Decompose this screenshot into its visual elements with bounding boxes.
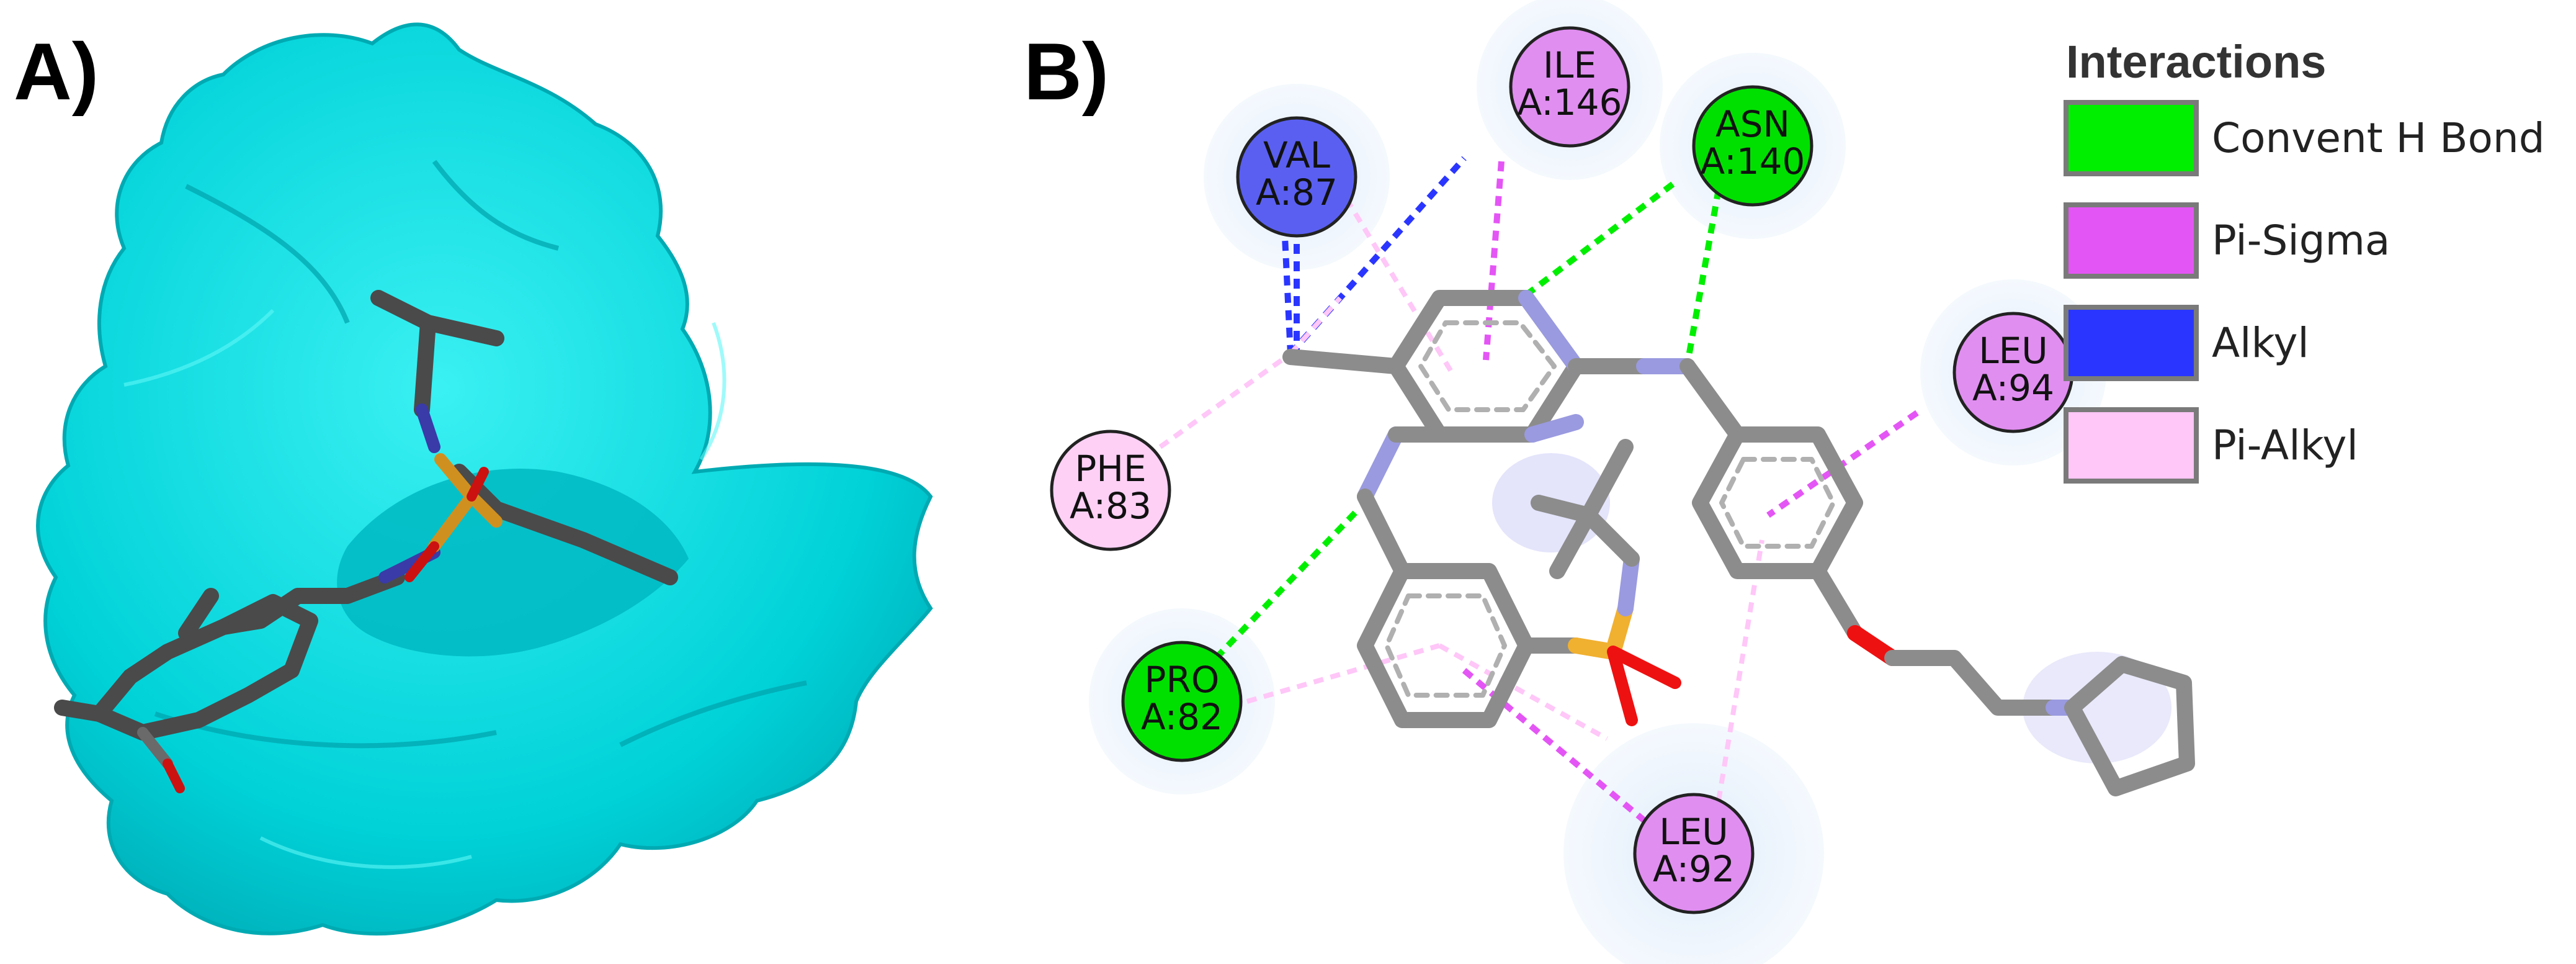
legend-swatch (2064, 407, 2199, 484)
residue-name: LEU (1659, 811, 1728, 853)
ligand-bond (370, 290, 504, 418)
legend-swatch (2064, 202, 2199, 279)
methyl-bond (1282, 349, 1404, 374)
pyrrolidine-ring (2064, 656, 2195, 796)
residue-id: A:87 (1256, 171, 1338, 214)
ligand-3d (54, 290, 678, 793)
sulfonamide-nitrogen (1617, 551, 1640, 616)
panel-b-label: B) (1024, 26, 1109, 117)
residue-circle (1633, 793, 1755, 914)
residue-pro-82: PRO A:82 (1121, 641, 1243, 762)
halo (2023, 652, 2171, 764)
residue-name: ASN (1715, 103, 1790, 145)
hbond-interaction-line (1684, 189, 1722, 364)
ligand-2d (1282, 290, 2195, 796)
residue-name: LEU (1979, 330, 2047, 372)
sulfonyl-phenyl-ring (1357, 563, 1534, 728)
residues: VAL A:87 ILE A:146 ASN A:140 LEU A:94 PH… (1050, 26, 2074, 914)
hbond-interaction-line (1524, 178, 1681, 297)
ether-bond (1810, 563, 1863, 641)
legend-swatch (2064, 305, 2199, 381)
residue-id: A:146 (1518, 81, 1622, 124)
residue-leu-94: LEU A:94 (1952, 312, 2074, 433)
pyrimidine-ring-nitrogen (1518, 290, 1584, 443)
amine-nitrogen (1357, 426, 1404, 505)
ligand-bond (54, 588, 219, 722)
ethyl-chain (1884, 650, 2062, 716)
ligand-bond (137, 727, 173, 769)
residue-name: PHE (1075, 448, 1146, 490)
residue-id: A:94 (1972, 367, 2054, 409)
residue-circle (1509, 26, 1630, 148)
aromatic-dashes (1719, 457, 1836, 549)
tert-butyl (1531, 439, 1640, 579)
residue-id: A:83 (1070, 485, 1152, 527)
amine-bond (1357, 426, 1447, 579)
residue-name: VAL (1263, 134, 1330, 176)
residue-circle (1236, 116, 1357, 238)
pi-sigma-interaction-line (1483, 161, 1505, 361)
surface-fold (123, 309, 727, 869)
residue-id: A:92 (1653, 848, 1735, 890)
residue-val-87: VAL A:87 (1236, 116, 1357, 238)
legend-item-pi-sigma: Pi-Sigma (2064, 202, 2390, 279)
residue-circle (1050, 430, 1171, 551)
panel-a-label: A) (14, 26, 99, 117)
residue-name: ILE (1543, 44, 1596, 86)
legend-item-alkyl: Alkyl (2064, 305, 2309, 381)
legend-label: Convent H Bond (2212, 114, 2545, 162)
legend-label: Pi-Sigma (2212, 217, 2390, 264)
legend-item-hbond: Convent H Bond (2064, 100, 2545, 176)
interaction-legend: Interactions Convent H Bond Pi-Sigma Alk… (2064, 36, 2545, 484)
binding-pocket-shadow (337, 469, 689, 657)
pi-alkyl-interaction-line (1158, 296, 1342, 449)
residue-circle (1692, 85, 1813, 207)
legend-swatch (2064, 100, 2199, 176)
sulfur-bond (1568, 600, 1634, 660)
alkyl-interaction-line (1281, 223, 1300, 354)
ligand-bond (163, 759, 185, 793)
residue-id: A:82 (1141, 696, 1223, 738)
residue-name: PRO (1145, 659, 1220, 701)
amine-bond (1679, 358, 1745, 443)
residue-leu-92: LEU A:92 (1633, 793, 1755, 914)
legend-label: Pi-Alkyl (2212, 421, 2358, 469)
pi-alkyl-interaction-line (1438, 539, 1764, 801)
pi-alkyl-interaction-line (1246, 643, 1441, 704)
sulfonyl-oxygen (1607, 646, 1681, 726)
residue-phe-83: PHE A:83 (1050, 430, 1171, 551)
residue-halos (1089, 0, 2171, 964)
aromatic-dashes (1384, 593, 1507, 698)
legend-item-pi-alkyl: Pi-Alkyl (2064, 407, 2358, 484)
aromatic-dashes (1418, 320, 1557, 412)
ligand-bond (405, 467, 489, 582)
residue-ile-146: ILE A:146 (1509, 26, 1630, 148)
residue-id: A:140 (1701, 140, 1805, 182)
surface-fold (154, 160, 807, 749)
legend-label: Alkyl (2212, 319, 2309, 367)
legend-title: Interactions (2066, 36, 2326, 88)
residue-asn-140: ASN A:140 (1692, 85, 1813, 207)
residue-circle (1121, 641, 1243, 762)
